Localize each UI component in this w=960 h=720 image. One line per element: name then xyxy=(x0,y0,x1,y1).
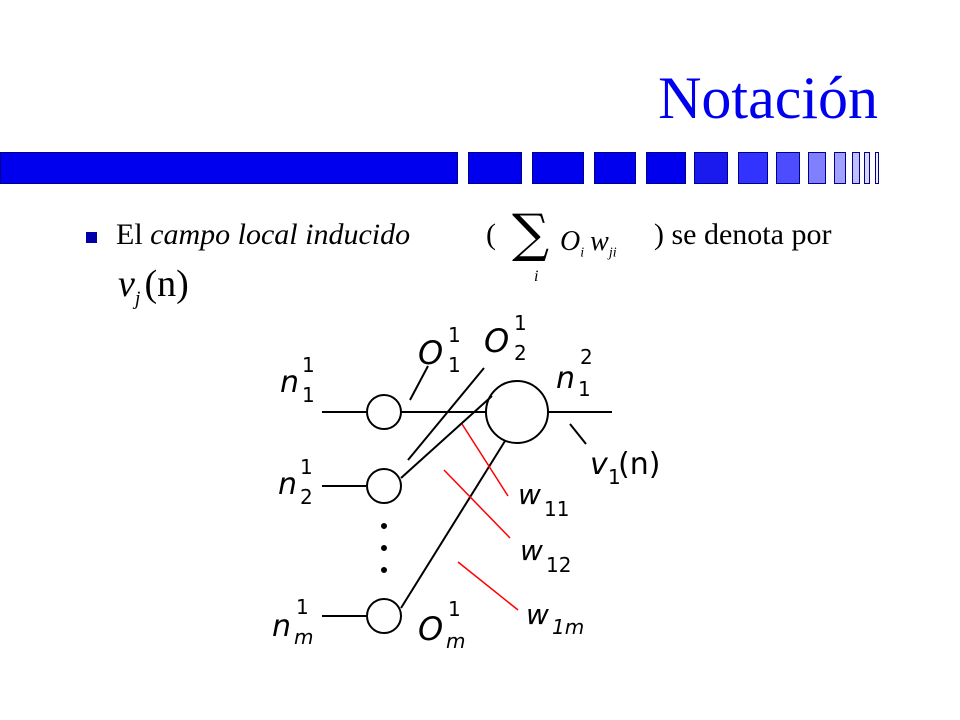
label-n1-sub: 1 xyxy=(302,383,315,407)
bullet-italic-term: campo local inducido xyxy=(150,218,411,251)
label-n1: n xyxy=(280,365,299,400)
connection-m xyxy=(400,440,506,609)
bar-segment xyxy=(646,152,686,184)
label-O2-sub: 2 xyxy=(514,341,527,365)
pointer-O1 xyxy=(409,365,429,401)
label-Om-sub: m xyxy=(446,629,465,653)
label-Om-sup: 1 xyxy=(448,597,461,621)
formula-O: O xyxy=(560,226,581,257)
bar-segment xyxy=(834,152,846,184)
v-j-n: vj(n) xyxy=(118,262,189,311)
label-w11: w xyxy=(518,478,541,511)
label-nm: n xyxy=(272,609,291,644)
label-O1: O xyxy=(418,334,443,372)
label-nm-sub: m xyxy=(294,625,313,649)
label-O2: O xyxy=(484,322,509,360)
label-n2-sup: 1 xyxy=(300,455,313,479)
bullet-prefix: El xyxy=(116,218,151,251)
label-O1-sub: 1 xyxy=(448,353,461,377)
input-neuron-m xyxy=(366,598,402,634)
v-arg: (n) xyxy=(144,263,189,305)
bullet-text: El campo local inducido xyxy=(116,218,410,252)
connection-2 xyxy=(400,395,493,479)
bar-segment xyxy=(776,152,800,184)
pointer-O2 xyxy=(407,367,485,461)
bar-segment xyxy=(694,152,728,184)
bullet-open-paren: ( xyxy=(486,218,496,251)
label-v-arg: (n) xyxy=(618,447,660,482)
v-symbol: v xyxy=(118,263,135,305)
label-n2-sub: 2 xyxy=(300,485,313,509)
label-v: v xyxy=(590,447,609,482)
label-w1m-sub: 1m xyxy=(552,615,584,639)
label-O2-sup: 1 xyxy=(514,311,527,335)
weight-line-12 xyxy=(443,469,511,539)
v-sub: j xyxy=(134,287,141,310)
pointer-v xyxy=(569,423,587,445)
label-Om: O xyxy=(418,610,443,648)
label-neuron-sub: 1 xyxy=(578,377,591,401)
weight-line-11 xyxy=(461,423,509,497)
bar-segment xyxy=(532,152,584,184)
label-v-sub: 1 xyxy=(608,465,621,489)
formula-w-sub: ji xyxy=(608,245,617,261)
bar-segment xyxy=(738,152,768,184)
slide-title: Notación xyxy=(658,65,878,131)
bar-segment xyxy=(852,152,860,184)
bar-segment xyxy=(0,152,458,184)
ellipsis-dot xyxy=(381,567,387,573)
bullet-suffix: ) se denota por xyxy=(654,218,832,251)
weight-line-1m xyxy=(457,561,519,611)
ellipsis-dot xyxy=(381,523,387,529)
output-neuron xyxy=(485,380,549,444)
sum-index: i xyxy=(534,268,539,285)
bar-segment xyxy=(864,152,870,184)
ellipsis-dot xyxy=(381,545,387,551)
bar-segment xyxy=(594,152,636,184)
formula-O-sub: i xyxy=(580,245,585,261)
label-w12-sub: 12 xyxy=(546,553,571,577)
label-n1-sup: 1 xyxy=(302,353,315,377)
label-w1m: w xyxy=(526,598,549,631)
input-neuron-2 xyxy=(366,468,402,504)
label-neuron-sup: 2 xyxy=(580,345,593,369)
input-neuron-1 xyxy=(366,394,402,430)
sum-symbol: ∑ xyxy=(512,204,550,264)
bullet-marker xyxy=(86,232,97,243)
label-nm-sup: 1 xyxy=(296,595,309,619)
bar-segment xyxy=(875,152,879,184)
bar-segment xyxy=(468,152,522,184)
label-n2: n xyxy=(278,467,297,502)
label-O1-sup: 1 xyxy=(448,323,461,347)
label-neuron: n xyxy=(556,361,575,396)
label-w11-sub: 11 xyxy=(544,497,569,521)
bar-segment xyxy=(808,152,826,184)
label-w12: w xyxy=(520,534,543,567)
formula-w: w xyxy=(590,226,609,257)
